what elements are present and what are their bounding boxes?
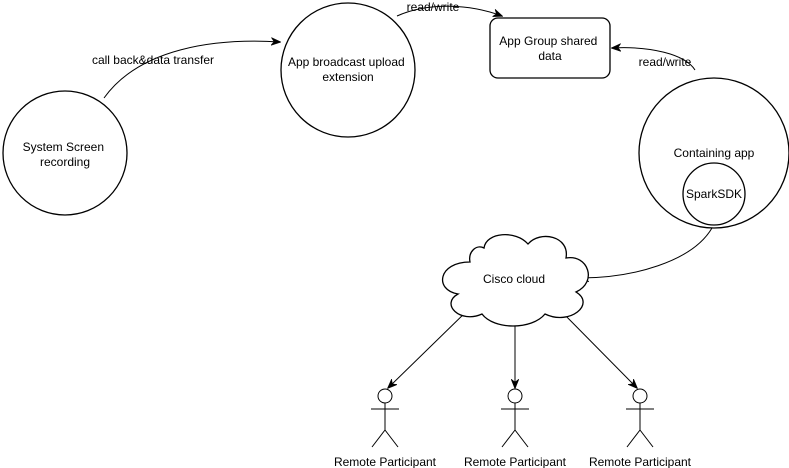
actor-remote-participant-2: Remote Participant (464, 388, 567, 468)
actor-remote-participant-3: Remote Participant (589, 388, 692, 468)
svg-text:System Screen recording: System Screen recording (23, 140, 108, 169)
svg-text:App broadcast upload ext: App broadcast upload extension (288, 55, 408, 84)
edge-label-readwrite-right: read/write (639, 55, 692, 69)
cloud-shape (441, 233, 589, 327)
node-containing-app: Containing app (638, 77, 789, 229)
svg-text:Containing app: Containing app (674, 146, 755, 160)
node-app-group-shared-data: App Group shared data (489, 17, 611, 79)
node-containing-app-line-1: Containing app (674, 146, 755, 160)
edge-extension-to-shared-data (396, 5, 502, 16)
node-cisco-cloud: Cisco cloud (441, 233, 589, 327)
edge-containing-app-to-cloud (580, 227, 713, 278)
svg-text:SparkSDK: SparkSDK (686, 187, 742, 201)
edge-cloud-to-participant-1 (388, 307, 471, 388)
node-system-screen-line-2: recording (40, 155, 90, 169)
actor-label-2: Remote Participant (464, 455, 567, 468)
node-app-broadcast-upload-extension: App broadcast upload extension (280, 2, 416, 138)
actor-remote-participant-1: Remote Participant (334, 388, 437, 468)
edge-cloud-to-participant-3 (557, 307, 637, 388)
edge-screen-to-extension (103, 41, 280, 99)
node-spark-sdk-line-1: SparkSDK (686, 187, 742, 201)
node-spark-sdk: SparkSDK (682, 162, 746, 226)
node-shared-data-line-1: App Group shared (499, 34, 597, 48)
node-upload-extension-line-2: extension (322, 70, 373, 84)
edge-label-callback: call back&data transfer (92, 53, 214, 67)
svg-text:Cisco cloud: Cisco cloud (483, 272, 545, 286)
actor-label-1: Remote Participant (334, 455, 437, 468)
actor-label-3: Remote Participant (589, 455, 692, 468)
node-system-screen-recording: System Screen recording (2, 90, 128, 216)
svg-text:App Group shared data: App Group shared data (499, 34, 600, 63)
node-upload-extension-line-1: App broadcast upload (288, 55, 405, 69)
edge-label-readwrite-left: read/write (407, 0, 460, 14)
node-shared-data-line-2: data (538, 49, 562, 63)
node-system-screen-line-1: System Screen (23, 140, 104, 154)
edge-containing-app-to-shared-data (612, 48, 696, 71)
node-cisco-cloud-line-1: Cisco cloud (483, 272, 545, 286)
